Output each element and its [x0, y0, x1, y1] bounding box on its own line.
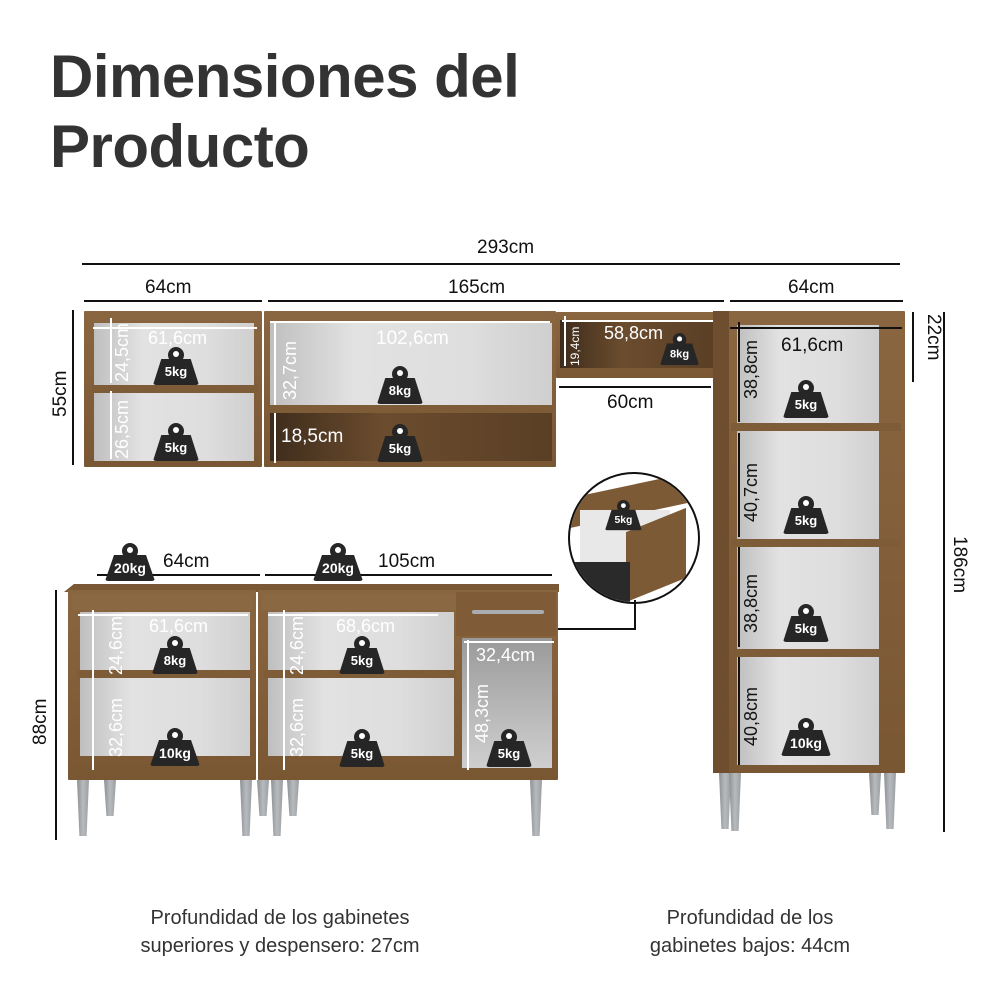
weight-icon: 10kg — [150, 728, 200, 766]
leg — [884, 773, 896, 829]
lower-right-width-label: 105cm — [378, 551, 436, 572]
leg — [869, 773, 881, 815]
weight-icon: 8kg — [377, 366, 423, 404]
lower-right-top-height-label: 24,6cm — [287, 615, 307, 675]
weight-icon: 5kg — [339, 636, 385, 674]
tall-total-height-label: 186cm — [949, 536, 970, 594]
upper-middle-inner-width-line — [270, 321, 550, 323]
upper-left-width-label: 64cm — [145, 277, 192, 298]
overall-width-label: 293cm — [477, 237, 535, 258]
leg — [240, 780, 252, 836]
weight-icon: 10kg — [781, 718, 831, 756]
tall-total-height-line — [943, 312, 945, 832]
overall-width-line — [82, 263, 900, 265]
countertop-weight-icon: 20kg — [105, 543, 155, 581]
upper-left-width-line — [84, 300, 262, 302]
upper-height-label: 55cm — [50, 370, 71, 417]
tall-width-label: 64cm — [788, 277, 835, 298]
upper-left-top-height-label: 24,5cm — [112, 322, 132, 382]
tall-shelf-2-height: 40,7cm — [741, 462, 761, 522]
weight-icon: 5kg — [486, 729, 532, 767]
leg — [530, 780, 542, 836]
upper-middle-inner-width-label: 102,6cm — [376, 328, 449, 349]
upper-left-inner-width-label: 61,6cm — [148, 328, 208, 348]
drawer-front[interactable] — [456, 592, 556, 636]
upper-middle-width-line — [268, 300, 724, 302]
tall-top-height-label: 22cm — [923, 314, 944, 361]
weight-icon: 5kg — [783, 604, 829, 642]
tall-inner-width-label: 61,6cm — [781, 335, 844, 356]
upper-middle-bottom-height-label: 18,5cm — [281, 426, 344, 447]
tall-width-line — [730, 300, 903, 302]
lower-right-bottom-height-label: 32,6cm — [287, 697, 307, 757]
weight-icon: 5kg — [339, 729, 385, 767]
leg — [719, 773, 731, 829]
lower-left-top-height-label: 24,6cm — [106, 615, 126, 675]
lower-left-width-line — [97, 574, 260, 576]
title-line-1: Dimensiones del — [50, 43, 520, 110]
upper-depth-note: Profundidad de los gabinetes superiores … — [140, 907, 420, 957]
lower-height-line — [55, 590, 57, 840]
upper-left-bottom-height-label: 26,5cm — [112, 399, 132, 459]
fridge-gap-width-label: 60cm — [607, 392, 654, 413]
tall-top-height-line — [912, 312, 914, 382]
over-fridge-inner-width-label: 58,8cm — [604, 323, 664, 343]
tall-inner-width-line — [730, 327, 902, 329]
drawer-handle — [472, 610, 544, 614]
lower-right-width-line — [265, 574, 552, 576]
weight-icon: 5kg — [783, 496, 829, 534]
weight-icon: 8kg — [152, 636, 198, 674]
door-width-label: 32,4cm — [476, 645, 536, 665]
tall-shelf-3-height: 38,8cm — [741, 573, 761, 633]
leg — [729, 773, 741, 831]
lower-left-inner-width-label: 61,6cm — [149, 616, 209, 636]
drawer-callout-line — [634, 600, 636, 630]
lower-left-width-label: 64cm — [163, 551, 210, 572]
upper-left-inner-width-line — [93, 327, 257, 329]
weight-icon: 5kg — [153, 423, 199, 461]
upper-middle-top-height-label: 32,7cm — [280, 340, 300, 400]
upper-middle-width-label: 165cm — [448, 277, 506, 298]
fridge-gap-width-line — [559, 386, 711, 388]
countertop — [64, 584, 559, 592]
leg — [257, 780, 269, 816]
leg — [77, 780, 89, 836]
leg — [271, 780, 283, 836]
upper-height-line — [72, 310, 74, 465]
title-line-2: Producto — [50, 113, 310, 180]
lower-depth-note: Profundidad de los gabinetes bajos: 44cm — [649, 907, 851, 957]
weight-icon: 5kg — [153, 347, 199, 385]
tall-shelf-4-height: 40,8cm — [741, 686, 761, 746]
weight-icon: 5kg — [605, 500, 642, 531]
tall-shelf-1-height: 38,8cm — [741, 339, 761, 399]
lower-right-inner-width-label: 68,6cm — [336, 616, 396, 636]
weight-icon: 8kg — [660, 333, 700, 366]
drawer-detail-circle — [568, 472, 700, 604]
leg — [104, 780, 116, 816]
weight-icon: 5kg — [377, 424, 423, 462]
lower-height-label: 88cm — [30, 698, 51, 745]
weight-icon: 5kg — [783, 380, 829, 418]
lower-left-bottom-height-label: 32,6cm — [106, 697, 126, 757]
countertop-weight-icon: 20kg — [313, 543, 363, 581]
over-fridge-height-label: 19,4cm — [568, 326, 582, 366]
leg — [287, 780, 299, 816]
page-title: Dimensiones del Producto — [50, 42, 520, 182]
